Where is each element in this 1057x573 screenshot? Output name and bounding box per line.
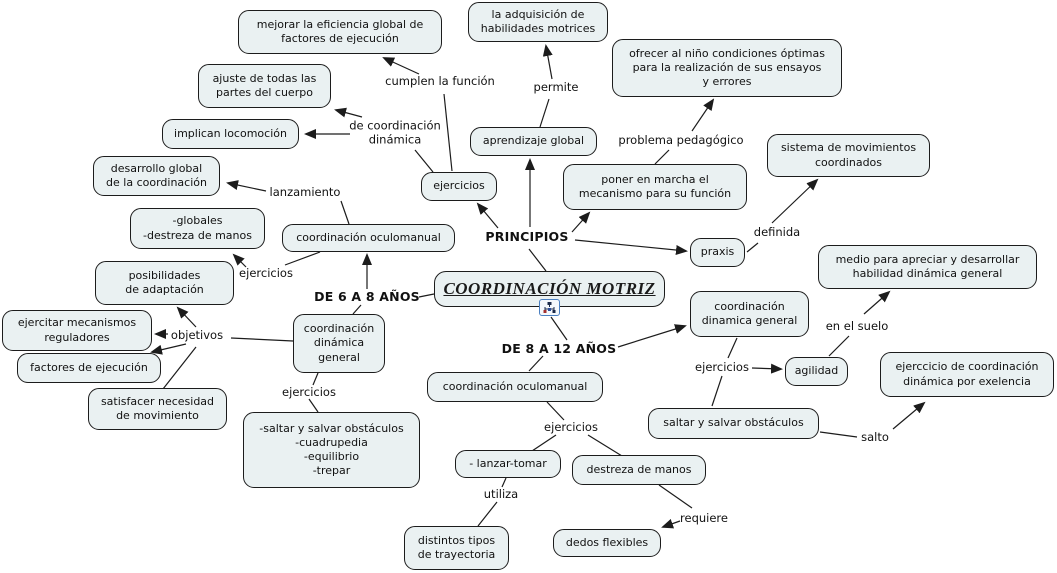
label-salto[interactable]: salto [861, 429, 889, 444]
node-coordinacion-dinamica-general-6-8[interactable]: coordinación dinámica general [293, 314, 385, 373]
edge-line [382, 57, 420, 75]
label-lanzamiento[interactable]: lanzamiento [269, 184, 341, 199]
edge-line [176, 306, 197, 328]
node-sistema-movimientos-coordinados[interactable]: sistema de movimientos coordinados [767, 134, 930, 177]
edge-line [284, 251, 321, 266]
edge-line [443, 93, 453, 172]
label-en-el-suelo[interactable]: en el suelo [825, 318, 889, 333]
edge-line [550, 316, 568, 341]
edge-line [477, 501, 498, 527]
edge-line [771, 178, 819, 224]
label-requiere[interactable]: requiere [680, 510, 728, 525]
label-de-8-a-12-anos[interactable]: DE 8 A 12 AÑOS [501, 341, 617, 357]
label-ejercicios-oculomanual-8-12[interactable]: ejercicios [544, 419, 598, 434]
edge-line [691, 98, 715, 132]
label-ejercicios-cdg-8-12[interactable]: ejercicios [695, 359, 749, 374]
label-principios[interactable]: PRINCIPIOS [485, 229, 569, 245]
edge-line [150, 343, 187, 355]
node-aprendizaje-global[interactable]: aprendizaje global [470, 127, 597, 156]
node-ejercicios-principios[interactable]: ejercicios [421, 172, 497, 201]
edge-line [531, 434, 557, 452]
node-coordinacion-dinamica-general-8-12[interactable]: coordinación dinamica general [690, 291, 809, 337]
label-de-coordinacion-dinamica[interactable]: de coordinación dinámica [349, 118, 441, 147]
main-concept-coordinacion-motriz[interactable]: COORDINACIÓN MOTRIZ [434, 271, 665, 307]
map-title: COORDINACIÓN MOTRIZ [443, 279, 656, 298]
node-coordinacion-oculomanual-8-12[interactable]: coordinación oculomanual [427, 372, 603, 402]
edge-line [661, 518, 681, 529]
node-satisfacer-necesidad-movimiento[interactable]: satisfacer necesidad de movimiento [88, 388, 227, 430]
node-agilidad[interactable]: agilidad [785, 357, 848, 386]
node-dedos-flexibles[interactable]: dedos flexibles [553, 529, 661, 557]
edge-line [308, 398, 319, 413]
edge-line [162, 346, 197, 390]
edge-line [574, 239, 688, 255]
edge-line [587, 434, 623, 457]
edge-line [230, 337, 294, 342]
label-definida[interactable]: definida [753, 224, 801, 239]
edge-line [528, 355, 544, 372]
edge-line [819, 431, 858, 438]
edge-line [892, 401, 926, 430]
edge-line [539, 98, 550, 128]
edge-line [571, 211, 591, 233]
label-objetivos[interactable]: objetivos [170, 327, 224, 342]
node-factores-ejecucion[interactable]: factores de ejecución [17, 353, 161, 383]
edge-line [226, 180, 267, 192]
edge-line [352, 304, 362, 315]
edge-line [746, 242, 759, 253]
label-ejercicios-cdg-6-8[interactable]: ejercicios [282, 384, 336, 399]
node-destreza-de-manos[interactable]: destreza de manos [572, 455, 706, 485]
node-ejercitar-mecanismos-reguladores[interactable]: ejercitar mecanismos reguladores [2, 310, 152, 351]
edge-line [711, 375, 723, 407]
node-medio-apreciar-desarrollar[interactable]: medio para apreciar y desarrollar habili… [818, 245, 1037, 289]
label-ejercicios-oculomanual-6-8[interactable]: ejercicios [239, 265, 293, 280]
edge-line [232, 253, 247, 268]
label-de-6-a-8-anos[interactable]: DE 6 A 8 AÑOS [314, 289, 420, 305]
edge-line [751, 363, 783, 374]
node-posibilidades-adaptacion[interactable]: posibilidades de adaptación [95, 261, 234, 305]
edge-line [312, 372, 319, 386]
edge-line [542, 44, 553, 80]
node-ajuste-partes-cuerpo[interactable]: ajuste de todas las partes del cuerpo [198, 64, 331, 108]
node-praxis[interactable]: praxis [690, 238, 745, 267]
edge-line [528, 248, 547, 272]
node-ejerccicio-coordinacion-dinamica[interactable]: ejerccicio de coordinación dinámica por … [880, 352, 1054, 397]
node-adquisicion-habilidades[interactable]: la adquisición de habilidades motrices [468, 2, 608, 42]
label-utiliza[interactable]: utiliza [483, 486, 519, 501]
node-lista-ejercicios-6-8[interactable]: -saltar y salvar obstáculos -cuadrupedia… [243, 412, 420, 488]
node-coordinacion-oculomanual-6-8[interactable]: coordinación oculomanual [282, 224, 455, 252]
node-mejorar-eficiencia-global[interactable]: mejorar la eficiencia global de factores… [238, 10, 442, 54]
edge-line [414, 149, 434, 173]
edge-line [476, 202, 499, 229]
edge-line [501, 477, 507, 488]
edge-line [334, 107, 363, 118]
edge-line [863, 290, 891, 315]
edge-line [617, 324, 687, 348]
node-desarrollo-global-coordinacion[interactable]: desarrollo global de la coordinación [93, 156, 220, 196]
edge-line [340, 200, 350, 225]
linked-cmap-icon[interactable] [539, 299, 560, 316]
label-cumplen-la-funcion[interactable]: cumplen la función [385, 73, 495, 88]
edge-line [828, 335, 850, 357]
label-permite[interactable]: permite [533, 79, 579, 94]
node-ofrecer-condiciones-optimas[interactable]: ofrecer al niño condiciones óptimas para… [612, 39, 842, 97]
node-poner-en-marcha[interactable]: poner en marcha el mecanismo para su fun… [563, 164, 747, 210]
edge-line [546, 401, 565, 421]
mini-concept-map-glyph [543, 302, 556, 313]
node-distintos-tipos-trayectoria[interactable]: distintos tipos de trayectoria [404, 526, 509, 570]
edge-line [654, 149, 670, 165]
edge-line [658, 484, 693, 509]
node-implican-locomocion[interactable]: implican locomoción [162, 119, 299, 149]
edge-line [418, 293, 435, 298]
edge-line [727, 337, 738, 359]
node-saltar-salvar-obstaculos[interactable]: saltar y salvar obstáculos [648, 408, 819, 439]
label-problema-pedagogico[interactable]: problema pedagógico [618, 132, 744, 147]
node-lanzar-tomar[interactable]: - lanzar-tomar [455, 450, 561, 478]
node-globales-destreza-manos[interactable]: -globales -destreza de manos [130, 208, 265, 249]
